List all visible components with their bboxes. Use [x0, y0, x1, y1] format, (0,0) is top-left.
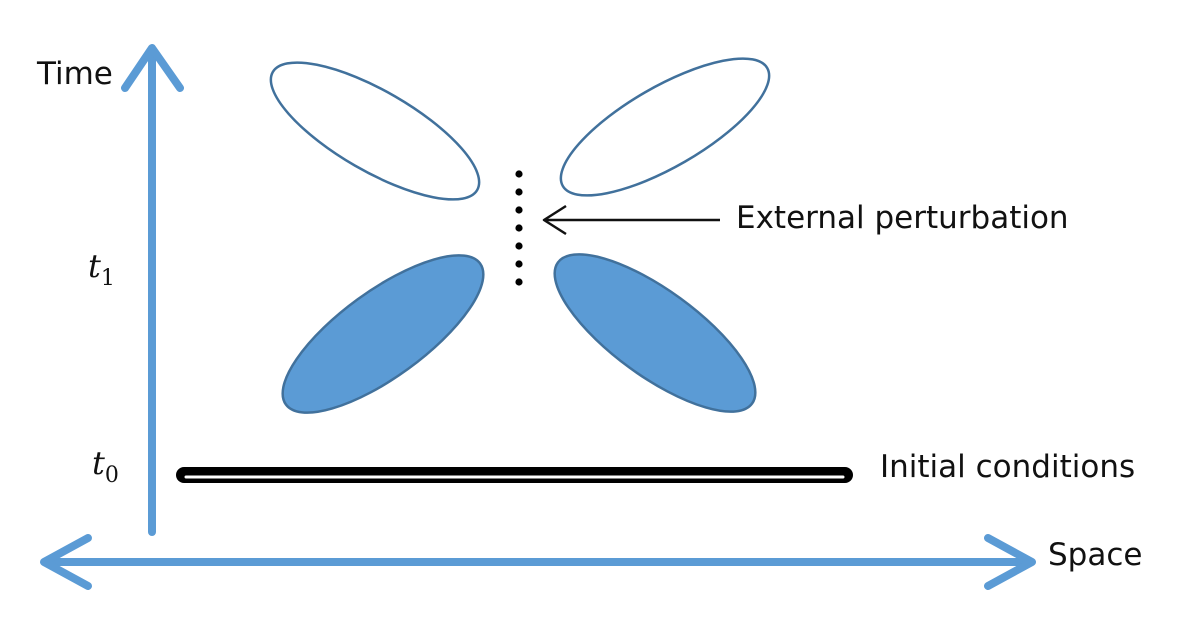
t0-label: t0	[92, 447, 119, 487]
t1-symbol: t	[88, 247, 101, 285]
space-right-arrowhead	[984, 534, 1036, 590]
external-perturbation-label: External perturbation	[736, 200, 1069, 236]
t0-symbol: t	[92, 444, 105, 482]
t1-label: t1	[88, 250, 115, 290]
perturbation-dot	[515, 170, 523, 178]
initial-conditions-label: Initial conditions	[880, 449, 1136, 485]
perturbation-dot	[515, 260, 523, 268]
initial-conditions-bar	[176, 467, 853, 483]
time-axis	[121, 44, 184, 536]
time-axis-label: Time	[37, 56, 113, 92]
time-arrowhead	[121, 44, 184, 92]
lower-left-lobe	[281, 254, 485, 414]
upper-left-lobe	[269, 61, 481, 201]
perturbation-dots	[515, 170, 523, 286]
perturbation-pointer-arrow	[542, 204, 720, 236]
perturbation-dot	[515, 188, 523, 196]
perturbation-dot	[515, 242, 523, 250]
perturbation-dot	[515, 224, 523, 232]
upper-right-lobe	[559, 57, 771, 197]
space-left-arrowhead	[40, 534, 92, 590]
perturbation-dot	[515, 206, 523, 214]
t0-subscript: 0	[104, 463, 119, 488]
t1-subscript: 1	[100, 266, 115, 291]
perturbation-dot	[515, 278, 523, 286]
lower-right-lobe	[553, 253, 757, 413]
space-axis	[40, 534, 1036, 590]
space-axis-label: Space	[1048, 537, 1143, 573]
